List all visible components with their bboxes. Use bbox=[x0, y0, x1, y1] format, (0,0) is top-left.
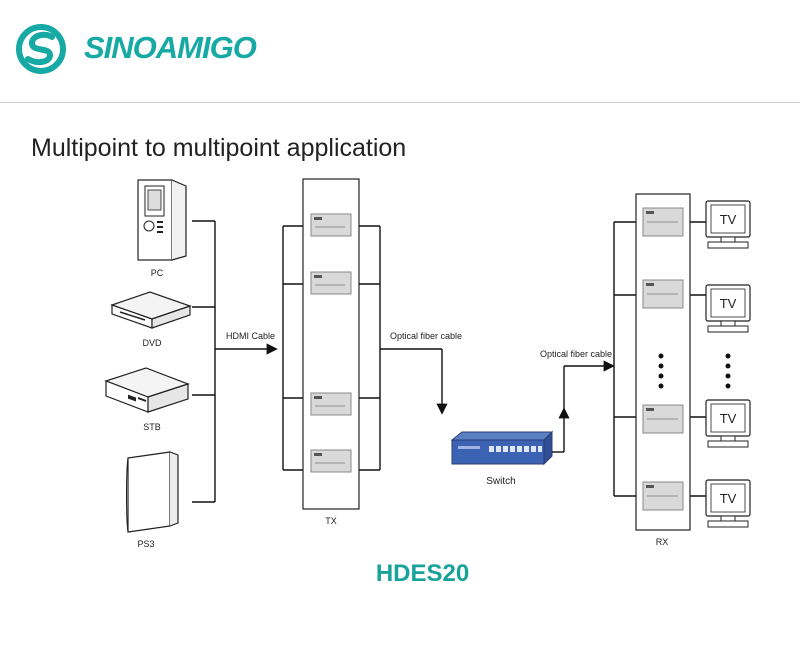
pc-icon bbox=[137, 179, 187, 261]
rx-module-1 bbox=[642, 207, 684, 237]
tv-label: TV bbox=[720, 411, 737, 426]
optical-fiber-rx-cable bbox=[552, 360, 615, 453]
rx-module-2 bbox=[642, 279, 684, 309]
tv-icon bbox=[705, 479, 751, 528]
model-name: HDES20 bbox=[375, 560, 470, 587]
network-switch-icon bbox=[450, 430, 554, 466]
tx-output-bus bbox=[359, 225, 448, 471]
sinoamigo-logo-icon bbox=[16, 24, 66, 74]
source-label-stb: STB bbox=[143, 422, 161, 432]
ps3-icon bbox=[126, 451, 179, 533]
rx-module-4 bbox=[642, 481, 684, 511]
tx-module-2 bbox=[310, 271, 352, 295]
optical-fiber-label-rx: Optical fiber cable bbox=[540, 349, 612, 359]
tv-icon bbox=[705, 200, 751, 249]
hdmi-cable-label: HDMI Cable bbox=[226, 331, 275, 341]
tx-module-1 bbox=[310, 213, 352, 237]
tv-icon bbox=[705, 399, 751, 448]
rx-output-cables bbox=[690, 221, 708, 497]
source-label-pc: PC bbox=[151, 268, 164, 278]
switch-label: Switch bbox=[486, 476, 515, 487]
tv-icon bbox=[705, 284, 751, 333]
tx-input-bus bbox=[282, 225, 303, 471]
tv-label: TV bbox=[720, 296, 737, 311]
tv-label: TV bbox=[720, 212, 737, 227]
source-label-dvd: DVD bbox=[142, 338, 162, 348]
tv-label: TV bbox=[720, 491, 737, 506]
brand-name: SINOAMIGO bbox=[84, 30, 257, 65]
page-title: Multipoint to multipoint application bbox=[31, 134, 407, 162]
tx-module-3 bbox=[310, 392, 352, 416]
rx-module-3 bbox=[642, 404, 684, 434]
tx-module-4 bbox=[310, 449, 352, 473]
rx-more-dots bbox=[658, 353, 664, 389]
rx-rack bbox=[635, 193, 691, 531]
dvd-icon bbox=[110, 291, 192, 329]
rx-input-bus bbox=[613, 221, 636, 497]
hdmi-source-cables bbox=[192, 220, 216, 503]
tx-label: TX bbox=[325, 516, 337, 526]
tv-more-dots bbox=[725, 353, 731, 389]
stb-icon bbox=[104, 367, 190, 413]
optical-fiber-label-tx: Optical fiber cable bbox=[390, 331, 462, 341]
header-bar: SINOAMIGO bbox=[0, 0, 800, 103]
rx-label: RX bbox=[656, 537, 669, 547]
source-label-ps3: PS3 bbox=[137, 539, 154, 549]
